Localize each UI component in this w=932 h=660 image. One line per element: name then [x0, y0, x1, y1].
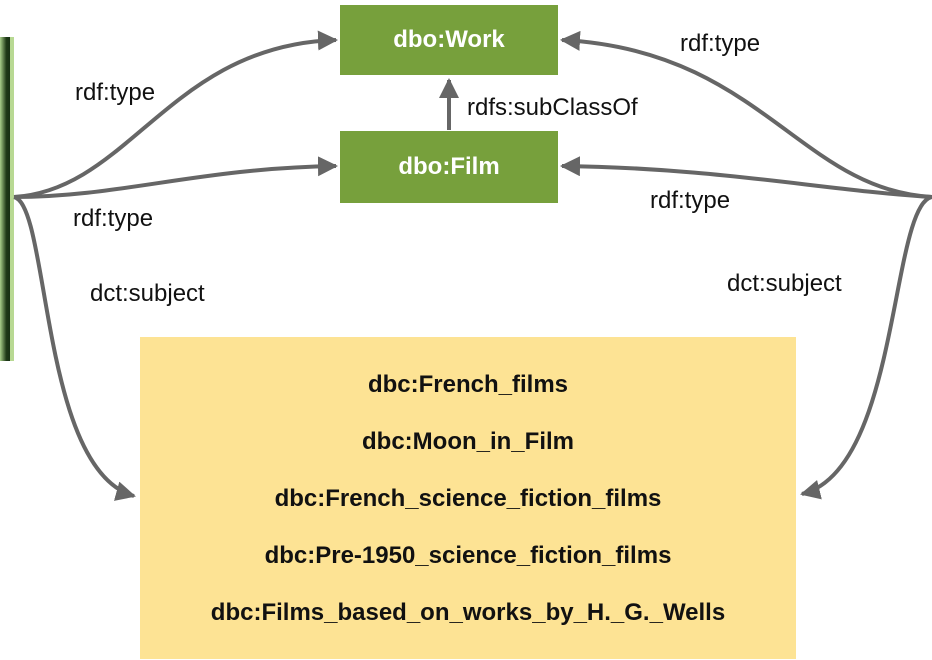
- category-item: dbc:Pre-1950_science_fiction_films: [264, 541, 672, 569]
- edge-left-dct-subject: [13, 195, 136, 501]
- category-item: dbc:Moon_in_Film: [362, 427, 574, 455]
- edge-label-left-rdf-type-film: rdf:type: [73, 205, 154, 232]
- class-node-work: dbo:Work: [340, 5, 558, 75]
- category-item: dbc:French_films: [367, 370, 569, 398]
- class-node-film-label: dbo:Film: [398, 153, 500, 180]
- class-node-work-label: dbo:Work: [393, 26, 505, 53]
- edge-label-right-rdf-type-work: rdf:type: [680, 30, 761, 57]
- edge-label-right-rdf-type-film: rdf:type: [650, 187, 731, 214]
- edge-right-rdf-type-film: [560, 156, 932, 199]
- edge-right-dct-subject: [800, 195, 932, 500]
- edge-right-rdf-type-work: [560, 30, 932, 199]
- edge-label-right-dct-subject: dct:subject: [727, 270, 842, 297]
- edge-label-subclassof: rdfs:subClassOf: [467, 94, 638, 121]
- class-node-film: dbo:Film: [340, 131, 558, 203]
- edge-label-left-dct-subject: dct:subject: [90, 280, 205, 307]
- category-item: dbc:Films_based_on_works_by_H._G._Wells: [210, 598, 726, 626]
- edge-left-rdf-type-film: [13, 156, 338, 199]
- edge-left-rdf-type-work: [13, 30, 338, 199]
- edge-label-left-rdf-type-work: rdf:type: [75, 79, 156, 106]
- category-box: dbc:French_films dbc:Moon_in_Film dbc:Fr…: [140, 337, 796, 659]
- film-poster-border: [10, 37, 14, 361]
- category-item: dbc:French_science_fiction_films: [274, 484, 662, 512]
